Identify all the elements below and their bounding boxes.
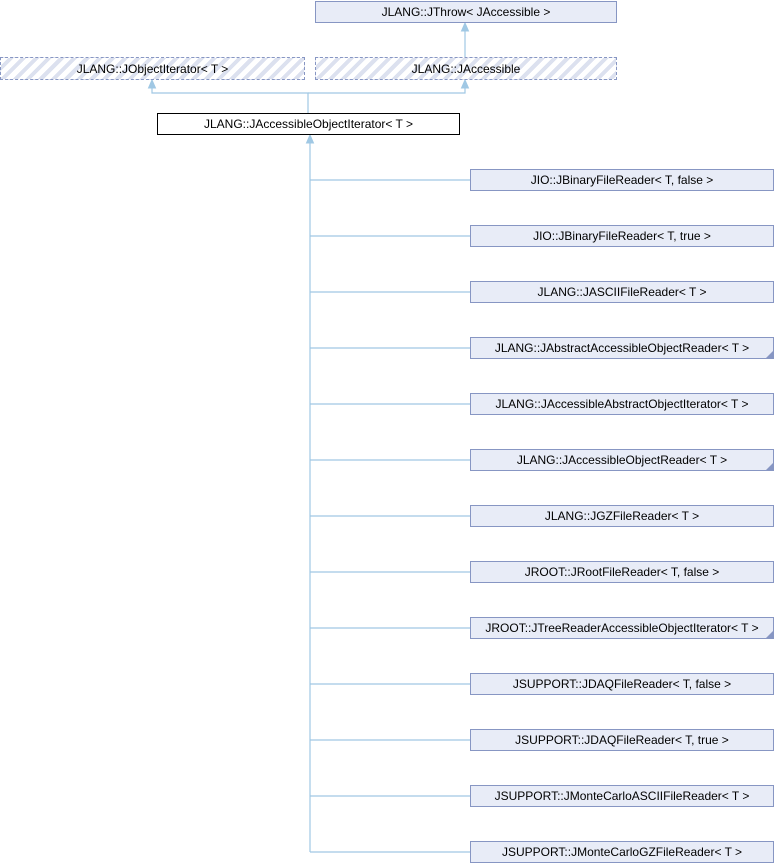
subclass-fold-indicator [765, 630, 774, 639]
node-jthrow[interactable]: JLANG::JThrow< JAccessible > [315, 1, 617, 23]
node-label: JLANG::JAccessibleObjectReader< T > [516, 453, 728, 467]
node-label: JIO::JBinaryFileReader< T, false > [530, 173, 714, 187]
node-label: JSUPPORT::JDAQFileReader< T, false > [512, 677, 732, 691]
arrowhead-jthrow [460, 21, 470, 32]
edge-focus-jobjectiterator [151, 87, 309, 113]
node-derived-10[interactable]: JSUPPORT::JDAQFileReader< T, true > [470, 729, 774, 751]
node-derived-3[interactable]: JLANG::JAbstractAccessibleObjectReader< … [470, 337, 774, 359]
arrowhead-focus [305, 133, 315, 144]
node-label: JLANG::JAccessible [411, 61, 521, 76]
node-jobjectiterator[interactable]: JLANG::JObjectIterator< T > [0, 57, 305, 80]
node-derived-11[interactable]: JSUPPORT::JMonteCarloASCIIFileReader< T … [470, 785, 774, 807]
node-derived-4[interactable]: JLANG::JAccessibleAbstractObjectIterator… [470, 393, 774, 415]
node-label: JLANG::JObjectIterator< T > [76, 61, 229, 76]
node-label: JLANG::JAccessibleAbstractObjectIterator… [495, 397, 749, 411]
node-label: JSUPPORT::JMonteCarloGZFileReader< T > [501, 845, 743, 859]
node-derived-6[interactable]: JLANG::JGZFileReader< T > [470, 505, 774, 527]
node-derived-5[interactable]: JLANG::JAccessibleObjectReader< T > [470, 449, 774, 471]
subclass-fold-indicator [765, 462, 774, 471]
arrowhead-jobjectiterator [147, 78, 157, 89]
node-label: JROOT::JRootFileReader< T, false > [524, 565, 720, 579]
subclass-fold-indicator [765, 350, 774, 359]
node-derived-12[interactable]: JSUPPORT::JMonteCarloGZFileReader< T > [470, 841, 774, 863]
node-label: JLANG::JASCIIFileReader< T > [537, 285, 707, 299]
node-derived-9[interactable]: JSUPPORT::JDAQFileReader< T, false > [470, 673, 774, 695]
node-jaccessible[interactable]: JLANG::JAccessible [315, 57, 617, 80]
node-label: JLANG::JAccessibleObjectIterator< T > [204, 117, 413, 131]
node-label: JIO::JBinaryFileReader< T, true > [533, 229, 711, 243]
node-derived-2[interactable]: JLANG::JASCIIFileReader< T > [470, 281, 774, 303]
node-label: JLANG::JThrow< JAccessible > [381, 5, 551, 19]
node-derived-8[interactable]: JROOT::JTreeReaderAccessibleObjectIterat… [470, 617, 774, 639]
node-label: JLANG::JAbstractAccessibleObjectReader< … [494, 341, 750, 355]
node-label: JSUPPORT::JDAQFileReader< T, true > [515, 733, 729, 747]
edge-focus-jaccessible [308, 87, 466, 94]
node-derived-7[interactable]: JROOT::JRootFileReader< T, false > [470, 561, 774, 583]
arrowhead-jaccessible [460, 78, 470, 89]
edge-branches [310, 179, 470, 853]
node-label: JLANG::JGZFileReader< T > [544, 509, 700, 523]
node-derived-0[interactable]: JIO::JBinaryFileReader< T, false > [470, 169, 774, 191]
node-label: JROOT::JTreeReaderAccessibleObjectIterat… [485, 621, 759, 635]
node-label: JSUPPORT::JMonteCarloASCIIFileReader< T … [494, 789, 750, 803]
node-derived-1[interactable]: JIO::JBinaryFileReader< T, true > [470, 225, 774, 247]
node-focus-jaccessibleobjectiterator: JLANG::JAccessibleObjectIterator< T > [157, 113, 460, 135]
